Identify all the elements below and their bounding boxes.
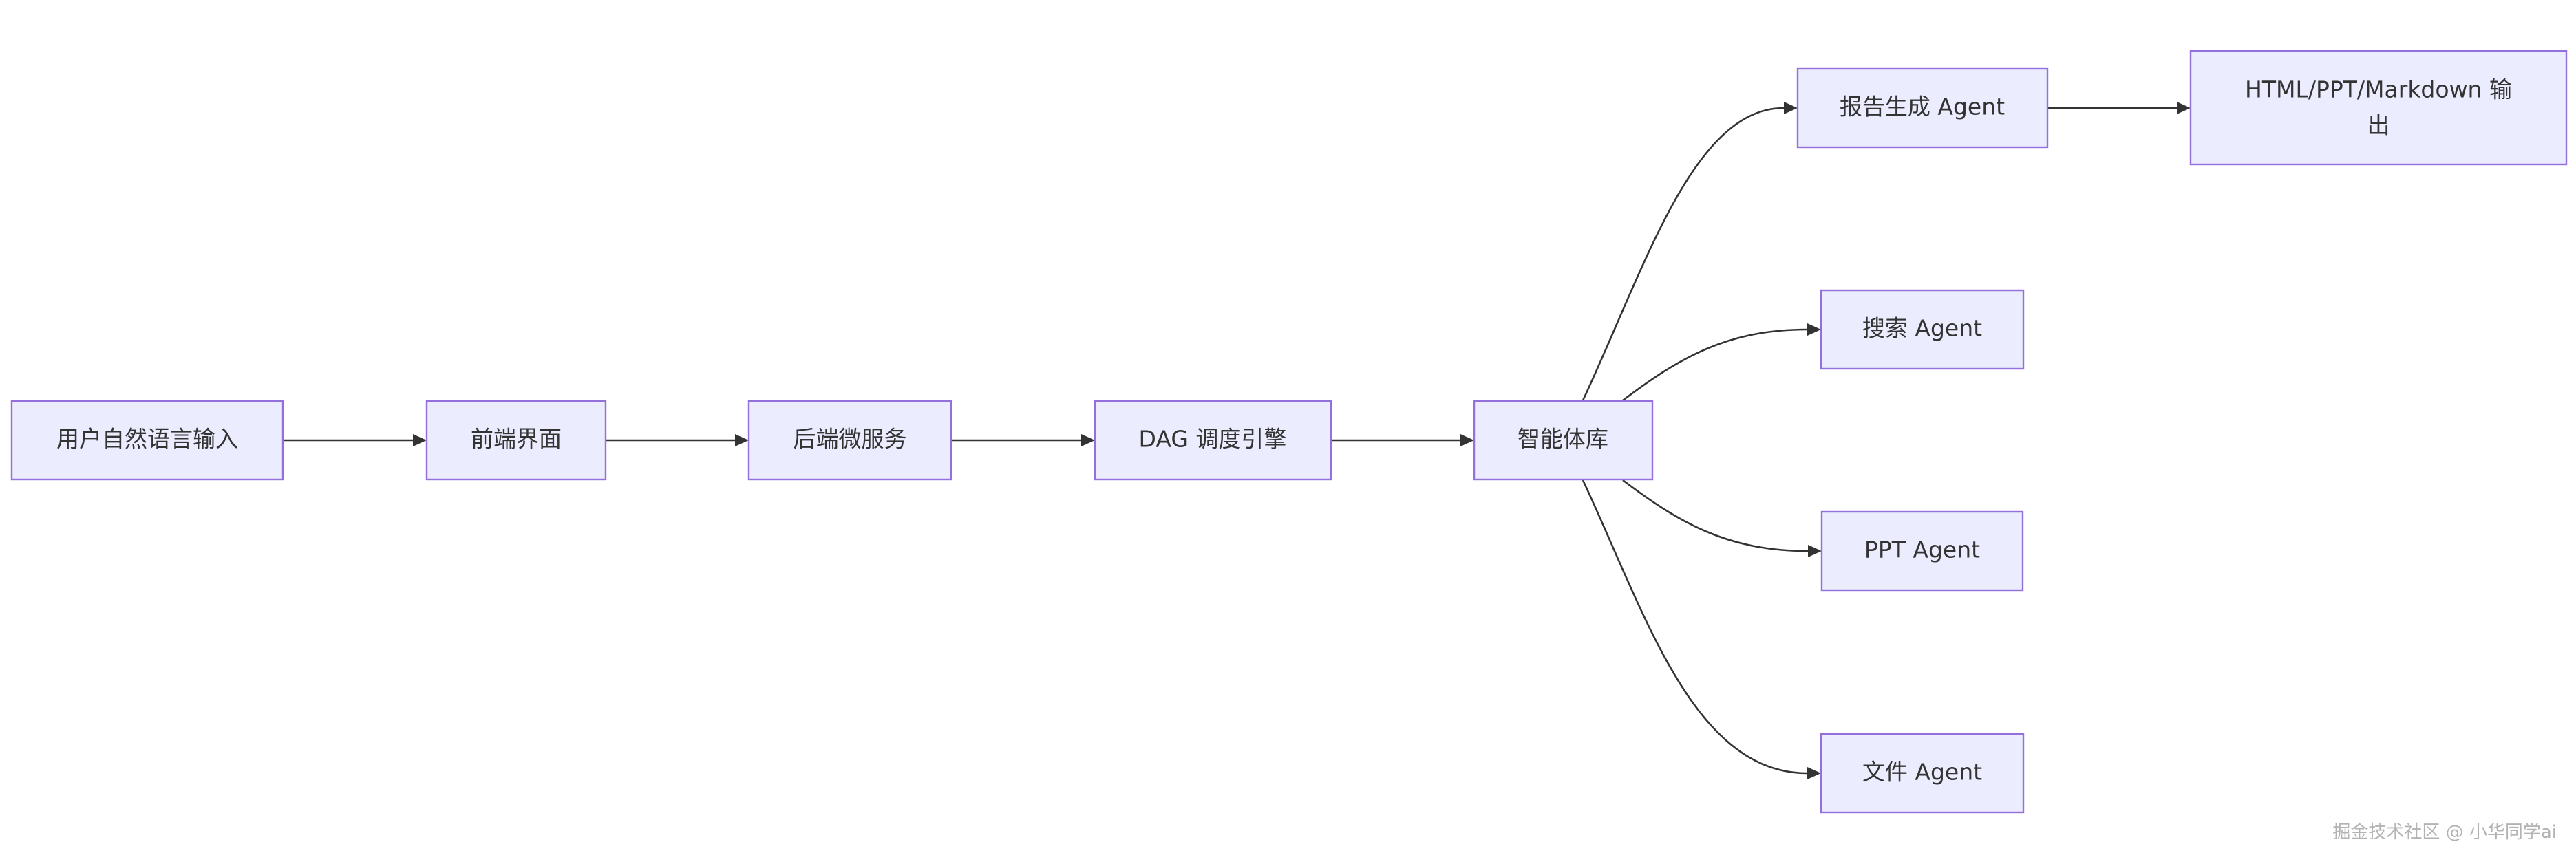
arrowhead-agent-lib [1460,434,1474,446]
node-agent-library-label: 智能体库 [1518,426,1608,453]
arrowhead-frontend [413,434,427,446]
node-backend-label: 后端微服务 [794,426,907,453]
node-search-agent: 搜索 Agent [1820,289,2025,370]
watermark: 掘金技术社区 @ 小华同学ai [2332,822,2557,843]
arrowhead-output [2177,102,2191,114]
edge-agent-lib-to-file-agent [1582,479,1808,775]
node-output-label-line2: 出 [2367,112,2390,139]
edges [283,102,2191,779]
node-agent-library: 智能体库 [1473,400,1654,481]
node-backend: 后端微服务 [747,400,952,481]
node-search-agent-label: 搜索 Agent [1862,315,1982,342]
node-user-input: 用户自然语言输入 [10,400,284,481]
node-frontend-label: 前端界面 [471,426,562,453]
node-ppt-agent: PPT Agent [1820,510,2024,592]
node-frontend: 前端界面 [425,400,607,481]
node-report-agent-label: 报告生成 Agent [1840,94,2005,120]
edge-agent-lib-to-report-agent [1582,107,1785,401]
node-dag-engine-label: DAG 调度引擎 [1139,426,1287,453]
node-user-input-label: 用户自然语言输入 [56,426,238,453]
arrowhead-search-agent [1807,323,1821,336]
arrowhead-file-agent [1807,767,1821,779]
arrowhead-report-agent [1784,102,1798,114]
arrowhead-dag [1081,434,1095,446]
node-report-agent: 报告生成 Agent [1796,67,2049,149]
node-ppt-agent-label: PPT Agent [1864,537,1980,563]
node-file-agent-label: 文件 Agent [1862,759,1982,786]
node-file-agent: 文件 Agent [1820,733,2025,814]
edge-agent-lib-to-search-agent [1622,328,1808,402]
arrowhead-backend [735,434,749,446]
arrowhead-ppt-agent [1808,545,1822,557]
node-output-label-line1: HTML/PPT/Markdown 输 [2245,76,2512,103]
node-dag-engine: DAG 调度引擎 [1094,400,1332,481]
node-output: HTML/PPT/Markdown 输 出 [2189,50,2568,166]
edge-agent-lib-to-ppt-agent [1622,479,1809,552]
